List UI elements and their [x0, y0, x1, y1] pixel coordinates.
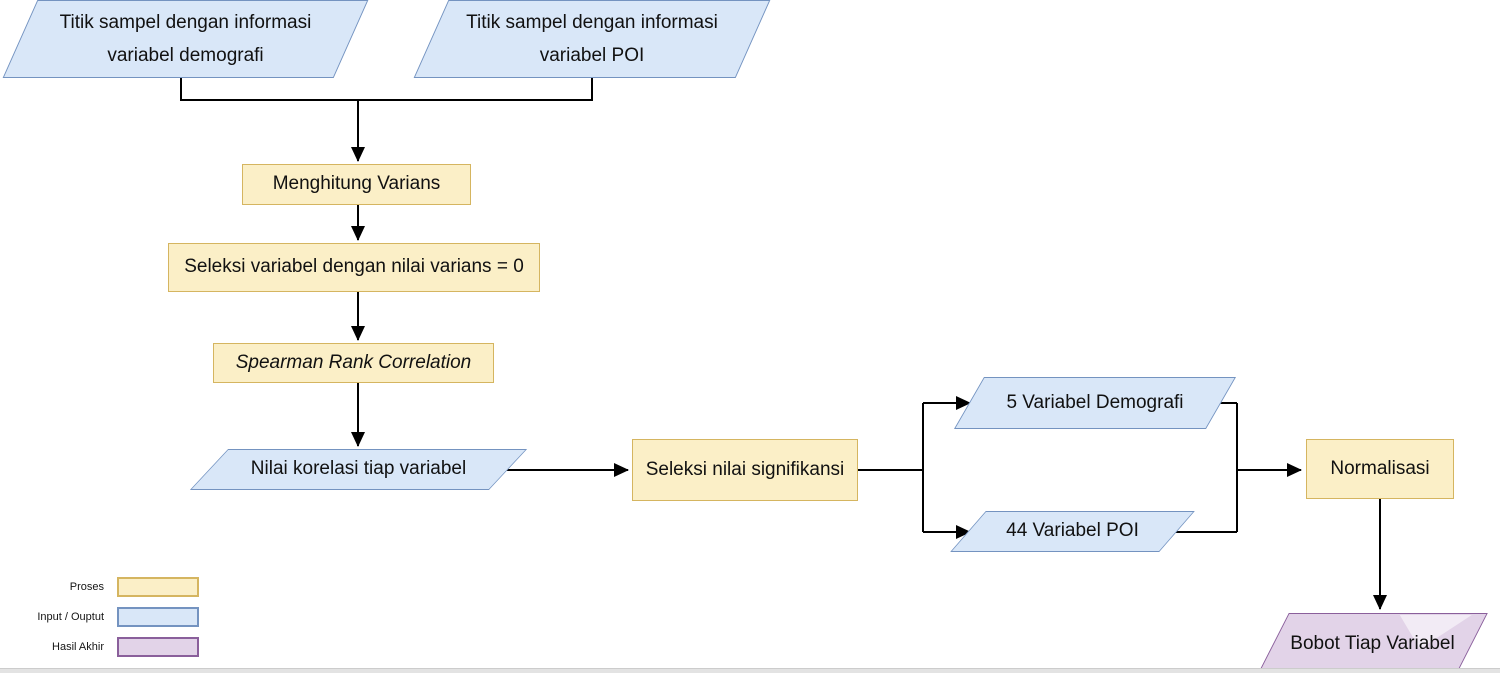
legend-label: Proses	[69, 581, 104, 593]
node-normalisasi: Normalisasi	[1306, 439, 1454, 499]
node-label: 44 Variabel POI	[1006, 520, 1139, 542]
node-label: Nilai korelasi tiap variabel	[250, 458, 467, 480]
legend-row-proses: Proses	[0, 577, 199, 597]
legend-row-input-output: Input / Ouptut	[0, 607, 199, 627]
node-menghitung-varians: Menghitung Varians	[242, 164, 471, 205]
node-label: Spearman Rank Correlation	[235, 351, 472, 373]
node-label: Titik sampel dengan informasi variabel d…	[59, 11, 312, 66]
rectangle-shape	[213, 343, 494, 383]
node-input-poi: Titik sampel dengan informasi variabel P…	[413, 0, 771, 78]
legend-label: Hasil Akhir	[52, 641, 104, 653]
legend-swatch-proses	[117, 577, 199, 597]
node-label: 5 Variabel Demografi	[1006, 391, 1184, 413]
node-variabel-poi: 44 Variabel POI	[950, 511, 1195, 552]
node-nilai-korelasi: Nilai korelasi tiap variabel	[189, 449, 528, 490]
bottom-edge-strip	[0, 668, 1500, 673]
node-seleksi-signifikansi: Seleksi nilai signifikansi	[632, 439, 858, 501]
rectangle-shape	[242, 164, 471, 205]
node-spearman-rank-correlation: Spearman Rank Correlation	[213, 343, 494, 383]
legend-label: Input / Ouptut	[37, 611, 104, 623]
node-label: Bobot Tiap Variabel	[1290, 632, 1455, 654]
node-input-demografi: Titik sampel dengan informasi variabel d…	[2, 0, 369, 78]
legend-row-hasil-akhir: Hasil Akhir	[0, 637, 199, 657]
node-bobot-tiap-variabel: Bobot Tiap Variabel	[1257, 613, 1488, 673]
rectangle-shape	[168, 243, 540, 292]
rectangle-shape	[632, 439, 858, 501]
node-label: Seleksi nilai signifikansi	[645, 458, 845, 480]
legend-swatch-input-output	[117, 607, 199, 627]
legend-swatch-hasil-akhir	[117, 637, 199, 657]
node-seleksi-varians: Seleksi variabel dengan nilai varians = …	[168, 243, 540, 292]
node-label: Seleksi variabel dengan nilai varians = …	[184, 256, 524, 278]
node-label: Menghitung Varians	[272, 173, 441, 195]
node-variabel-demografi: 5 Variabel Demografi	[953, 377, 1237, 429]
rectangle-shape	[1306, 439, 1454, 499]
node-label: Normalisasi	[1330, 457, 1430, 479]
node-label: Titik sampel dengan informasi variabel P…	[466, 11, 718, 66]
